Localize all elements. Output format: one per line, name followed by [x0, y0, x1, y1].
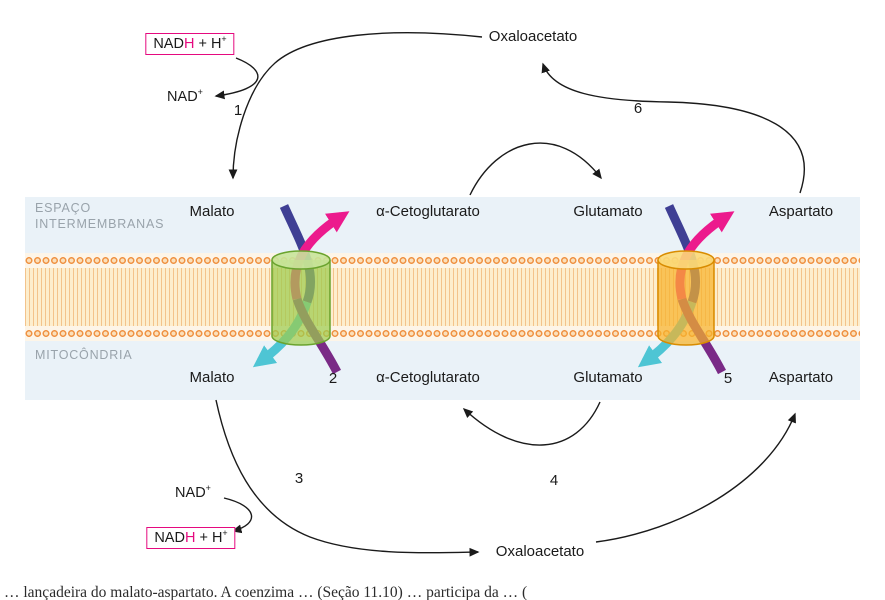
step-5-label: 5 — [723, 370, 733, 387]
step-2-label: 2 — [328, 370, 338, 387]
nadh-bottom-sup: + — [222, 528, 228, 539]
nadh-top-box: NADH + H+ — [145, 33, 235, 55]
nadh-bottom-box: NADH + H+ — [146, 527, 236, 549]
nadh-bottom-prefix: NAD — [154, 530, 185, 546]
step-4-label: 4 — [549, 472, 559, 489]
mitochondrial-membrane — [25, 253, 860, 341]
step-1-label: 1 — [233, 102, 243, 119]
akg-bottom-label: α-Cetoglutarato — [376, 369, 480, 386]
step-3-label: 3 — [294, 470, 304, 487]
intermembrane-space-label: ESPAÇO INTERMEMBRANAS — [35, 200, 164, 232]
arrow-oxaloacetate-to-aspartate-bottom — [595, 412, 796, 543]
oxaloacetate-bottom-label: Oxaloacetato — [495, 543, 585, 560]
step-6-label: 6 — [633, 100, 643, 117]
nadh-top-mid: + H — [194, 36, 222, 52]
nad-top-base: NAD — [167, 89, 198, 105]
nad-plus-bottom-label: NAD+ — [175, 483, 211, 501]
intermembrane-space-label-line1: ESPAÇO — [35, 201, 91, 215]
nadh-top-prefix: NAD — [153, 36, 184, 52]
aspartate-bottom-label: Aspartato — [768, 369, 834, 386]
nadh-top-highlight: H — [183, 36, 195, 52]
nadh-top-sup: + — [221, 34, 227, 45]
matrix-label-text: MITOCÔNDRIA — [35, 348, 133, 362]
akg-top-label: α-Cetoglutarato — [376, 203, 480, 220]
glutamate-bottom-label: Glutamato — [573, 369, 643, 386]
figure-caption: … lançadeira do malato-aspartato. A coen… — [4, 584, 528, 600]
lipid-heads-inner — [25, 326, 860, 341]
arrow-aspartate-to-oxaloacetate-top — [541, 62, 805, 194]
malate-bottom-label: Malato — [189, 369, 235, 386]
matrix-label: MITOCÔNDRIA — [35, 347, 132, 363]
arrow-oxaloacetate-to-malate — [228, 32, 483, 180]
arrow-akg-to-glutamate-top — [469, 142, 602, 196]
oxaloacetate-top-label: Oxaloacetato — [488, 28, 578, 45]
arrow-nadh-to-nad-top — [214, 57, 259, 100]
nad-plus-top-label: NAD+ — [167, 87, 203, 105]
nadh-bottom-highlight: H — [184, 530, 196, 546]
nadh-bottom-mid: + H — [195, 530, 223, 546]
aspartate-top-label: Aspartato — [768, 203, 834, 220]
nad-bottom-sup: + — [205, 483, 211, 494]
glutamate-top-label: Glutamato — [573, 203, 643, 220]
arrow-glutamate-to-akg-bottom — [462, 401, 601, 446]
arrow-malate-to-oxaloacetate-bottom — [215, 399, 480, 557]
nad-bottom-base: NAD — [175, 485, 206, 501]
malate-top-label: Malato — [189, 203, 235, 220]
intermembrane-space-label-line2: INTERMEMBRANAS — [35, 217, 165, 231]
lipid-tails — [25, 268, 860, 326]
lipid-heads-outer — [25, 253, 860, 268]
nad-top-sup: + — [197, 87, 203, 98]
